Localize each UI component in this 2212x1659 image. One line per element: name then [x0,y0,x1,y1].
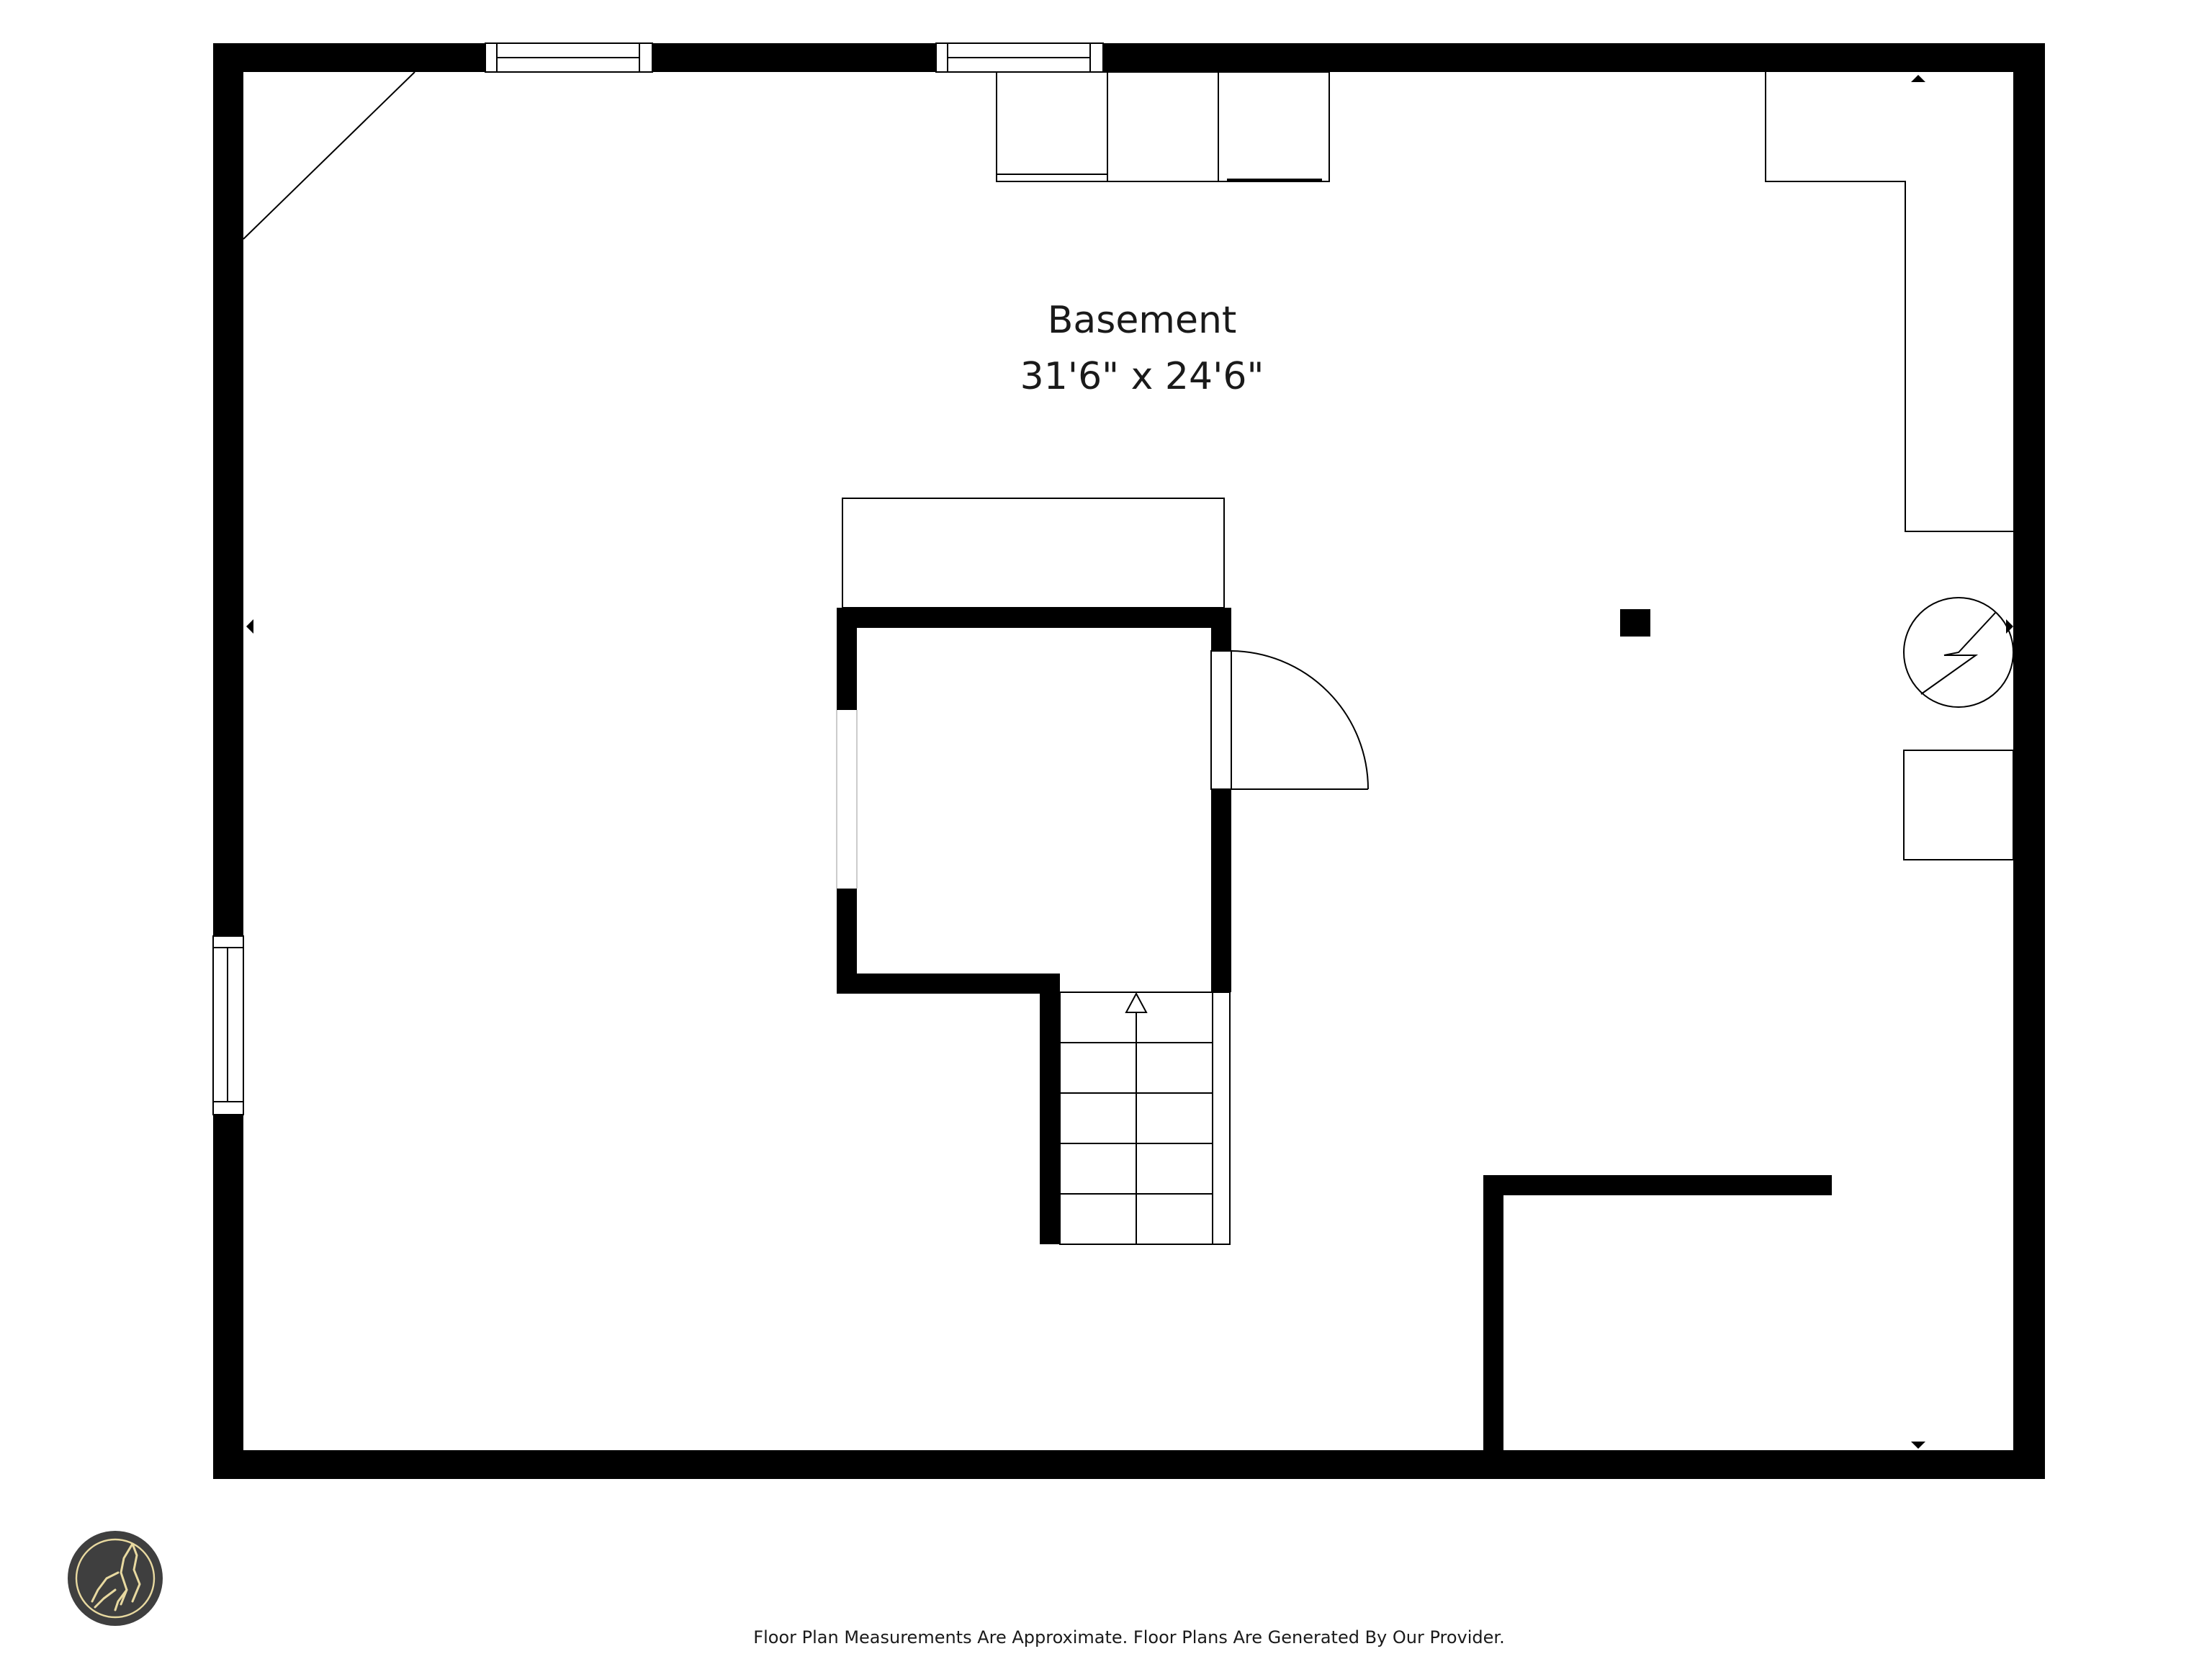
room-name: Basement [1048,299,1237,342]
brand-logo [68,1531,163,1626]
top-cabinets [996,71,1330,182]
stairs [1059,992,1231,1245]
interior-walls [837,608,1832,1479]
corner-diagonal [243,71,415,240]
measurement-markers [246,75,2013,1449]
marker-left-icon [246,619,253,634]
marker-top-icon [1911,75,1925,82]
platform [842,498,1225,608]
right-wall-box [1903,750,2014,860]
marker-bottom-icon [1911,1442,1925,1449]
fixtures [243,71,2014,860]
window-top-center [935,42,1104,73]
door-swing [1231,650,1369,790]
interior-opening [836,650,1232,889]
marker-right-icon [2006,619,2013,634]
right-counter [1765,72,2013,532]
room-dimensions: 31'6" x 24'6" [1020,355,1264,398]
howling-wolf-icon [91,1542,141,1611]
stair-arrow-icon [1125,992,1148,1013]
support-column [1620,609,1650,637]
window-left [212,935,244,1115]
footer-disclaimer: Floor Plan Measurements Are Approximate.… [753,1627,1504,1647]
water-heater-icon [1903,597,2014,708]
windows [212,42,1104,1115]
exterior-walls [213,43,2045,1479]
window-top-left [485,42,653,73]
